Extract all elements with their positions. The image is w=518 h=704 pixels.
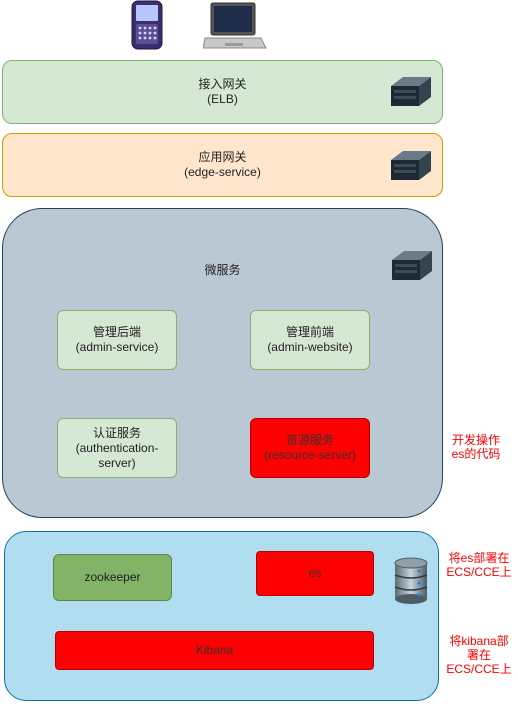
admin-website-box: 管理前端 (admin-website)	[250, 310, 370, 370]
elb-subtitle: (ELB)	[207, 92, 238, 106]
resource-server-title: 资源服务	[285, 433, 334, 447]
edge-layer: 应用网关 (edge-service)	[2, 133, 443, 197]
edge-title: 应用网关	[198, 150, 247, 164]
auth-server-line3: server)	[98, 455, 136, 470]
kibana-deploy-note: 将kibana部 署在 ECS/CCE上	[443, 634, 515, 676]
database-icon	[394, 557, 428, 604]
edge-subtitle: (edge-service)	[184, 165, 261, 179]
admin-website-title: 管理前端	[285, 325, 334, 339]
admin-service-box: 管理后端 (admin-service)	[57, 310, 177, 370]
zookeeper-label: zookeeper	[84, 570, 141, 584]
auth-server-line1: 认证服务	[92, 425, 141, 440]
kibana-deploy-note-line3: ECS/CCE上	[446, 662, 512, 676]
microservice-title: 微服务	[2, 262, 443, 278]
laptop-icon	[203, 2, 267, 49]
es-label: es	[308, 566, 322, 580]
dev-es-note-line1: 开发操作	[451, 433, 500, 447]
admin-service-title: 管理后端	[92, 325, 141, 339]
es-box: es	[256, 551, 374, 596]
server-icon	[391, 151, 431, 180]
server-icon	[391, 77, 431, 106]
dev-es-note-line2: es的代码	[451, 447, 501, 461]
elb-title: 接入网关	[198, 77, 247, 91]
es-deploy-note-line2: ECS/CCE上	[446, 565, 512, 579]
kibana-label: Kibana	[195, 643, 234, 657]
admin-service-subtitle: (admin-service)	[75, 340, 159, 354]
resource-server-subtitle: (resource-server)	[263, 448, 356, 462]
kibana-box: Kibana	[55, 631, 374, 670]
microservice-title-text: 微服务	[204, 262, 241, 277]
kibana-deploy-note-line1: 将kibana部	[449, 634, 509, 648]
es-deploy-note-line1: 将es部署在	[448, 551, 510, 565]
es-deploy-note: 将es部署在 ECS/CCE上	[443, 551, 515, 579]
admin-website-subtitle: (admin-website)	[267, 340, 353, 354]
server-icon	[392, 251, 432, 280]
resource-server-box: 资源服务 (resource-server)	[250, 418, 370, 478]
kibana-deploy-note-line2: 署在	[466, 648, 491, 662]
phone-icon	[131, 0, 163, 50]
dev-es-note: 开发操作 es的代码	[446, 433, 506, 461]
auth-server-box: 认证服务 (authentication- server)	[57, 418, 177, 478]
zookeeper-box: zookeeper	[53, 554, 172, 601]
elb-layer: 接入网关 (ELB)	[2, 60, 443, 124]
auth-server-line2: (authentication-	[75, 440, 159, 455]
